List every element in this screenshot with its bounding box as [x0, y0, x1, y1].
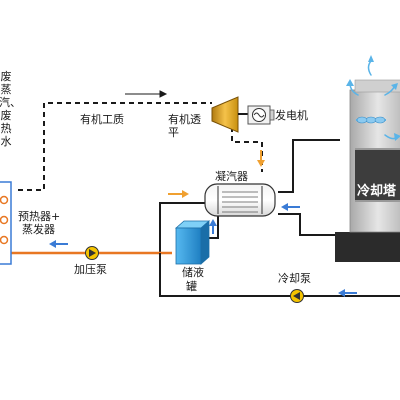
reservoir-label-line2: 罐: [186, 280, 197, 293]
turbine-icon: [211, 96, 239, 133]
pressure-pump-label: 加压泵: [74, 263, 107, 276]
preheater-evaporator-label-line1: 预热器+: [18, 210, 61, 223]
flow-arrow-cooling-return: [338, 289, 357, 297]
exhaust-pipe: [231, 127, 263, 172]
flow-arrow-organic: [125, 90, 168, 98]
condenser-icon: [204, 183, 276, 217]
generator-label: 发电机: [275, 109, 308, 122]
fan-icon: [356, 116, 386, 124]
cooling-pipe-to-condenser: [278, 213, 340, 236]
cooling-tower-label: 冷却塔: [357, 184, 397, 199]
cooling-supply-pipe: [278, 139, 340, 193]
flow-arrow-feed: [49, 240, 68, 248]
pressure-pump-icon: [85, 246, 99, 260]
condenser-label: 凝汽器: [215, 170, 248, 183]
cooling-tower-icon: [335, 55, 400, 262]
vapor-plume-icon: [346, 55, 400, 141]
flow-arrow-exhaust: [257, 150, 265, 167]
flow-arrow-condenser-in: [168, 190, 189, 198]
preheater-evaporator-icon: [0, 181, 12, 265]
reservoir-label-line1: 储液: [182, 266, 204, 279]
reservoir-tank-icon: [174, 220, 211, 265]
vapor-pipe: [18, 102, 212, 191]
cooling-pump-icon: [290, 289, 304, 303]
preheater-evaporator-label-line2: 蒸发器: [22, 223, 55, 236]
cooling-pump-label: 冷却泵: [278, 272, 311, 285]
organic-fluid-label: 有机工质: [80, 113, 124, 126]
flow-arrow-tank: [209, 219, 217, 234]
turbine-label: 有机透平: [168, 113, 201, 139]
generator-icon: [247, 105, 275, 125]
cooling-return-pipe: [159, 253, 400, 297]
waste-heat-source-label: 废蒸汽、废热水: [0, 70, 21, 148]
flow-arrow-condenser-out: [281, 203, 300, 211]
